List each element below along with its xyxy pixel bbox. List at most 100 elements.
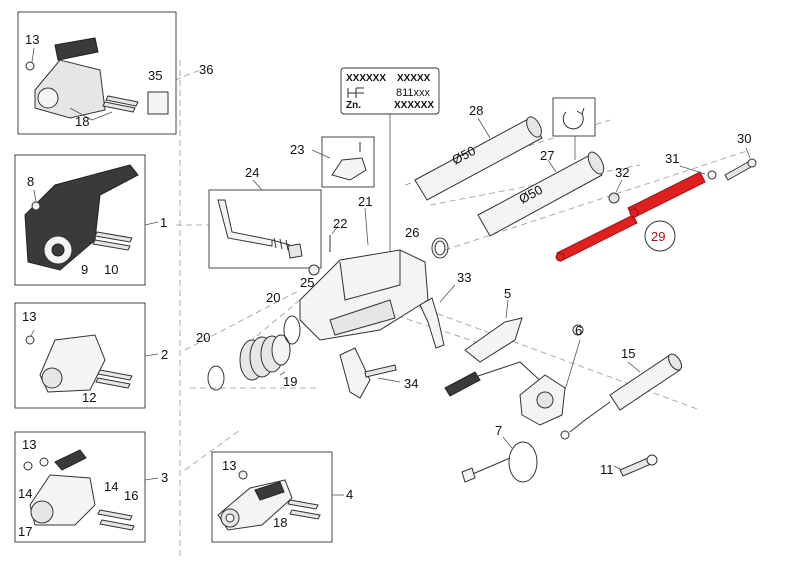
label-15: 15 xyxy=(621,346,635,361)
nameplate-line1-left: XXXXXX xyxy=(346,73,386,84)
nut-25 xyxy=(308,264,320,276)
label-3: 3 xyxy=(161,470,168,485)
spring-cylinder-15 xyxy=(560,353,683,440)
box-3-coupling xyxy=(14,431,159,543)
bolt xyxy=(287,499,319,510)
nameplate-line3-left: Zn. xyxy=(346,100,361,111)
seal-ring xyxy=(431,237,449,259)
washer-31 xyxy=(679,165,717,180)
rotation-indicator-frame xyxy=(552,97,596,137)
damper-eye xyxy=(555,252,565,262)
ring-26 xyxy=(431,237,449,259)
rotation-arrow-icon xyxy=(562,111,584,130)
label-16: 16 xyxy=(124,488,138,503)
nut xyxy=(25,61,35,71)
bolt xyxy=(97,509,133,521)
nut xyxy=(31,201,41,211)
nut xyxy=(39,457,49,467)
tube-27-end xyxy=(587,151,605,175)
nut xyxy=(238,470,248,480)
label-23: 23 xyxy=(290,142,304,157)
handbrake-lever-6 xyxy=(444,324,584,426)
label-10: 10 xyxy=(104,262,118,277)
label-5: 5 xyxy=(504,286,511,301)
box-2-coupling xyxy=(14,302,159,409)
box-23-bracket xyxy=(311,136,375,188)
plate-5-body xyxy=(464,317,523,363)
bolt-11 xyxy=(613,454,658,477)
nut-32 xyxy=(608,179,623,204)
label-33: 33 xyxy=(457,270,471,285)
highlight-circle xyxy=(644,220,676,252)
label-28: 28 xyxy=(469,103,483,118)
label-4: 4 xyxy=(346,487,353,502)
coupling-handle xyxy=(54,37,99,61)
label-34: 34 xyxy=(404,376,418,391)
label-8: 8 xyxy=(27,174,34,189)
bolt xyxy=(99,519,135,531)
ring-20-lower xyxy=(207,365,225,391)
label-27: 27 xyxy=(540,148,554,163)
nameplate-line2-right: 811xxx xyxy=(396,87,431,99)
tube-28 xyxy=(414,116,543,201)
damper-rod xyxy=(556,214,638,262)
housing-label-strip xyxy=(329,299,396,336)
washer xyxy=(707,170,717,180)
bellows-end xyxy=(271,334,291,366)
bolt xyxy=(95,377,131,389)
clamp-ring xyxy=(283,315,301,345)
bolt-shaft xyxy=(724,161,752,181)
nut xyxy=(23,461,33,471)
nut xyxy=(25,335,35,345)
lever-pivot xyxy=(536,391,554,409)
box-36-coupling-head xyxy=(17,11,177,135)
nut xyxy=(608,192,620,204)
label-14: 14 xyxy=(104,479,118,494)
cable-loop xyxy=(508,441,538,483)
label-22: 22 xyxy=(333,216,347,231)
tube-28-body xyxy=(414,117,543,201)
label-20: 20 xyxy=(266,290,280,305)
bolt-shaft xyxy=(619,457,652,477)
nameplate xyxy=(340,67,440,260)
cylinder-eye xyxy=(560,430,570,440)
bracket-33-plate xyxy=(419,297,445,349)
ring-20-upper xyxy=(283,315,301,345)
label-1: 1 xyxy=(160,215,167,230)
bolt xyxy=(102,101,136,113)
damper-cylinder xyxy=(627,171,706,219)
breakaway-cable-7 xyxy=(461,436,538,483)
box-24-crank xyxy=(208,179,322,269)
label-6: 6 xyxy=(575,323,582,338)
label-26: 26 xyxy=(405,225,419,240)
label-20: 20 xyxy=(196,330,210,345)
label-24: 24 xyxy=(245,165,259,180)
clamp-ring xyxy=(207,365,225,391)
coupling-ball-socket xyxy=(41,367,63,389)
label-25: 25 xyxy=(300,275,314,290)
label-36: 36 xyxy=(199,62,213,77)
label-13: 13 xyxy=(22,437,36,452)
bracket-34-plate xyxy=(339,347,371,399)
crank-nut xyxy=(287,243,303,259)
bracket-23 xyxy=(331,157,367,181)
label-21: 21 xyxy=(358,194,372,209)
label-29: 29 xyxy=(651,229,665,244)
label-30: 30 xyxy=(737,131,751,146)
label-18: 18 xyxy=(273,515,287,530)
lever-grip xyxy=(444,371,481,397)
bolt-22 xyxy=(329,225,339,252)
shock-absorber-29 xyxy=(555,171,706,262)
tube-27 xyxy=(477,151,605,237)
bolt xyxy=(97,369,133,381)
bolt xyxy=(105,95,139,107)
label-12: 12 xyxy=(82,390,96,405)
label-2: 2 xyxy=(161,347,168,362)
tube-28-end xyxy=(526,116,542,138)
label-17: 17 xyxy=(18,524,32,539)
bolt-30 xyxy=(724,147,757,181)
label-35: 35 xyxy=(148,68,162,83)
socket-center xyxy=(51,243,65,257)
